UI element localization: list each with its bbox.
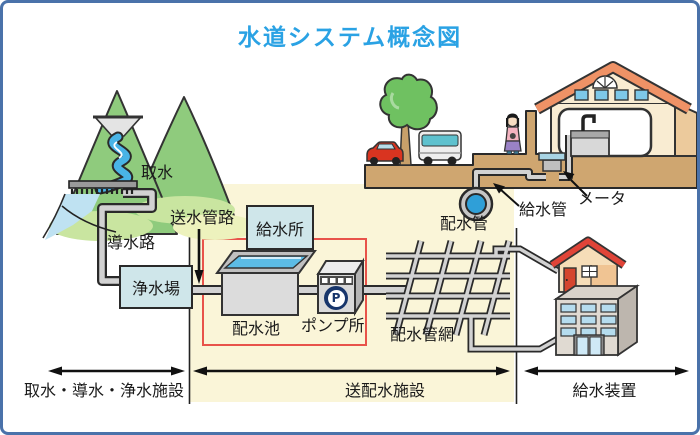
meter-label: メータ — [578, 189, 627, 208]
conduit-pointer-line — [61, 205, 117, 233]
distribution-network-grid — [386, 240, 572, 353]
purification-plant-box: 浄水場 — [119, 265, 193, 309]
kitchen-sink-icon — [570, 114, 610, 157]
red-car-icon — [366, 141, 404, 165]
purification-plant-label: 浄水場 — [131, 279, 180, 298]
person-icon — [503, 113, 522, 155]
van-icon — [418, 130, 462, 166]
transmission-pipeline-label: 送水管路 — [170, 208, 235, 227]
pump-station-label: ポンプ所 — [301, 316, 365, 335]
ground — [364, 110, 697, 189]
supply-station-box: 給水所 — [246, 205, 314, 250]
conduit-label: 導水路 — [107, 233, 156, 252]
supply-station-label: 給水所 — [255, 219, 304, 239]
downstream-water — [42, 193, 100, 240]
pump-symbol: P — [331, 291, 341, 305]
office-building-icon — [553, 284, 640, 357]
house-cutaway-icon — [534, 61, 697, 158]
section-right-label: 給水装置 — [572, 381, 637, 400]
distribution-reservoir-icon — [215, 250, 317, 316]
meter-arrow — [563, 171, 588, 197]
section-range-arrows — [48, 366, 689, 376]
water-meter-icon — [538, 152, 566, 172]
section-left-label: 取水・導水・浄水施設 — [23, 381, 184, 400]
diagram-canvas — [42, 61, 697, 404]
distribution-network-label: 配水管網 — [390, 325, 455, 344]
distribution-pipe-section-icon — [458, 186, 494, 222]
diagram-title: 水道システム概念図 — [237, 25, 463, 51]
pump-symbol-icon: P — [324, 286, 348, 310]
service-pipe-arrow — [493, 183, 520, 207]
conduit-pipe — [97, 188, 157, 286]
section-middle-label: 送配水施設 — [345, 381, 426, 400]
distribution-pipe-label: 配水管 — [440, 214, 489, 233]
distribution-reservoir-label: 配水池 — [232, 319, 281, 338]
intake-weir-icon — [68, 180, 138, 194]
intake-funnel-icon — [93, 115, 143, 137]
small-house-icon — [549, 236, 627, 293]
service-pipe-run — [472, 168, 546, 191]
service-pipe-label: 給水管 — [519, 200, 568, 219]
intake-label: 取水 — [141, 163, 174, 182]
transmission-pipeline-arrow — [194, 229, 204, 284]
